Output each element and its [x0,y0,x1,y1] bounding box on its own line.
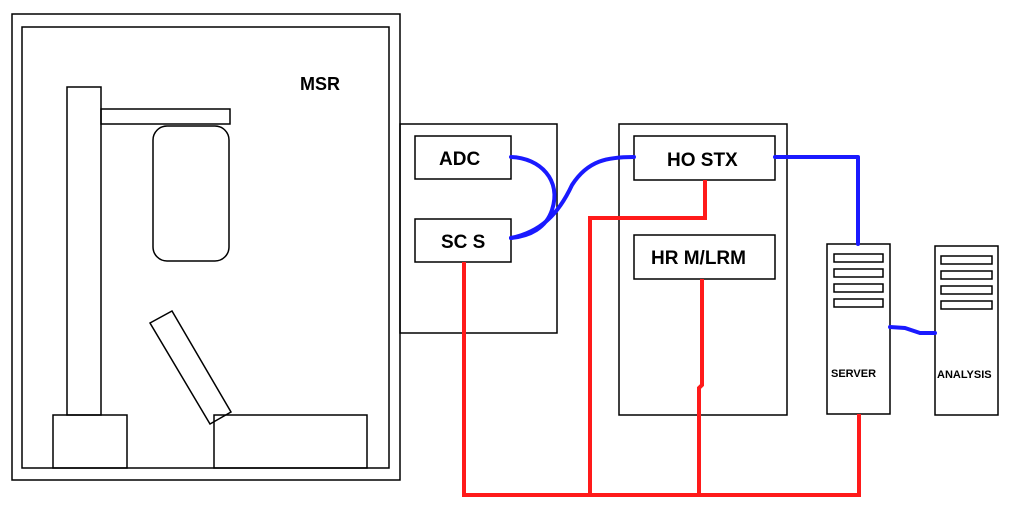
power-bus [462,262,861,497]
link-server-analysis [888,325,937,335]
msr-inner-wall [21,26,390,469]
power-link-hostx [588,180,707,495]
server-tower [826,243,891,415]
host-rack [618,123,788,416]
analysis-tower [934,245,999,416]
scanner-equipment [52,86,368,469]
msr-outer-wall [11,13,401,481]
power-link-hrm [697,279,704,495]
hrm-lrm-label: HR M/LRM [651,248,746,269]
server-label: SERVER [831,368,876,380]
link-adc-scs [509,155,557,240]
adc-label: ADC [439,149,480,170]
link-hostx-server [773,155,860,246]
hostx-label: HO STX [667,150,738,171]
msr-label: MSR [300,74,340,94]
scs-label: SC S [441,232,485,253]
interface-panel [399,123,558,334]
link-scs-hostx [509,155,636,240]
analysis-label: ANALYSIS [937,369,992,381]
hrm-lrm-box [633,234,776,280]
